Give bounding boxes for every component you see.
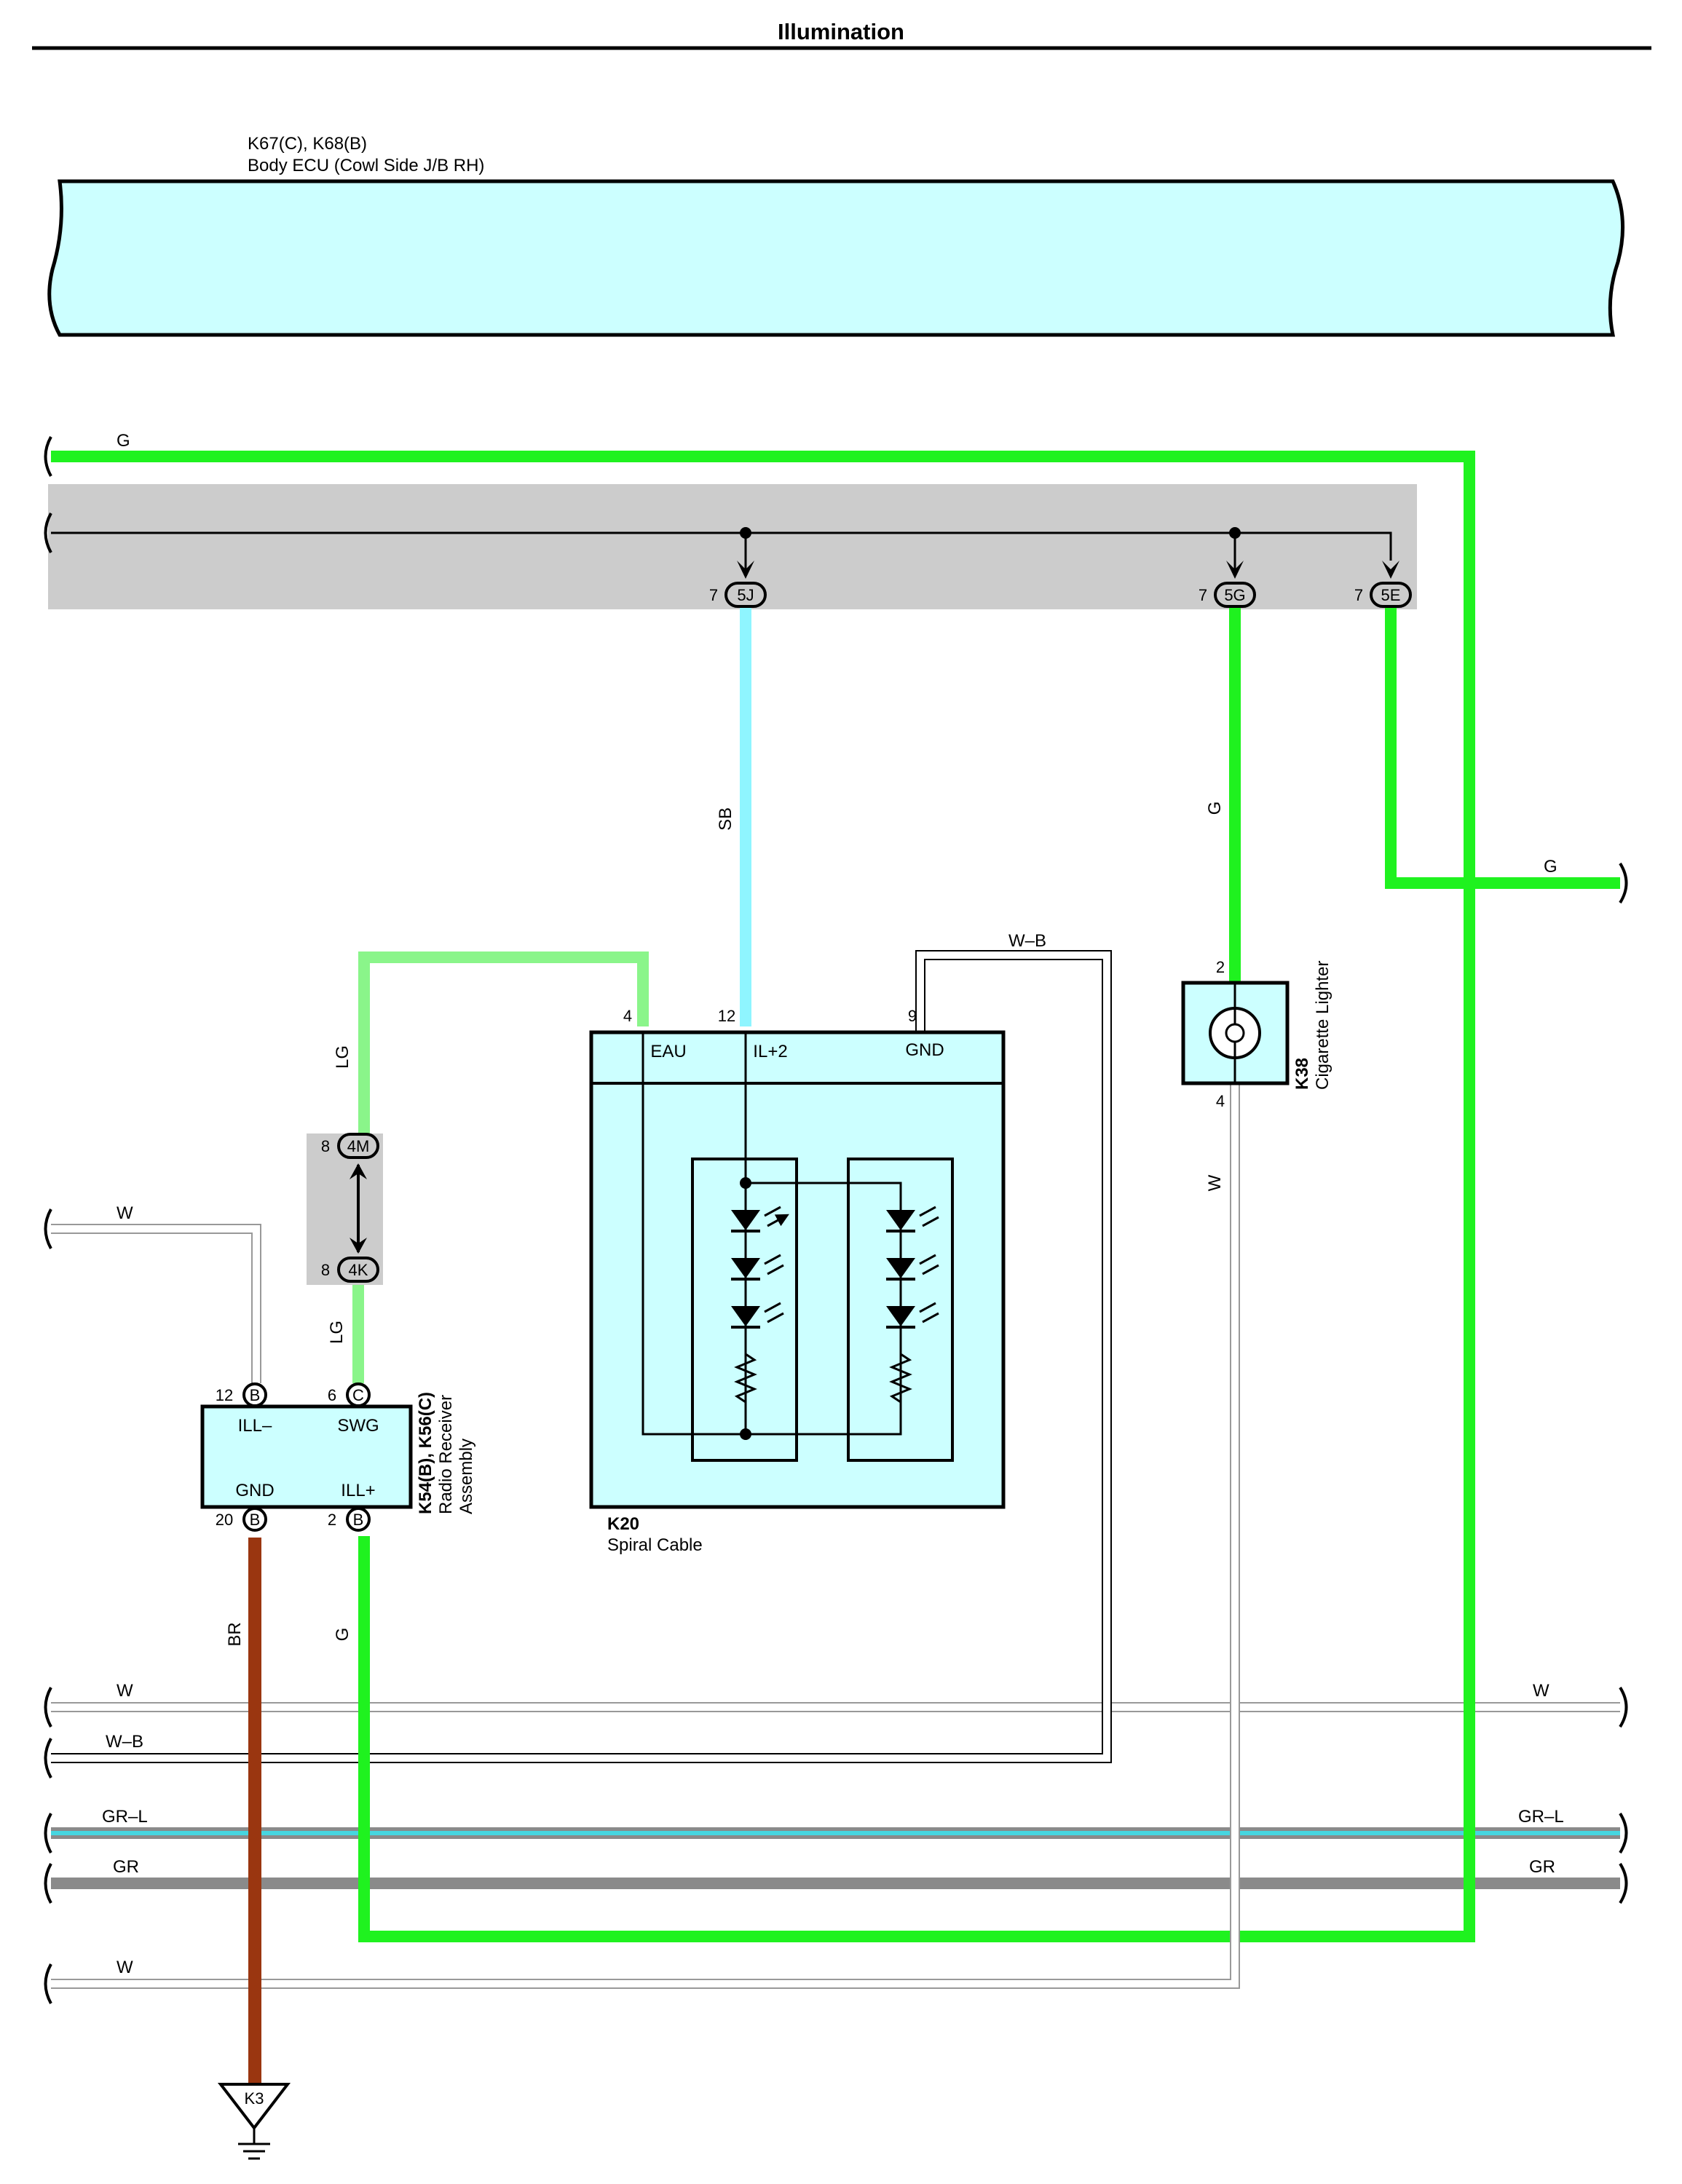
spiral-pin-eau-name: EAU [650,1042,686,1061]
radio-pin-swg-conn: C [352,1386,364,1404]
radio-pin-swg-name: SWG [337,1416,379,1436]
cigarette-lighter: 2 4 K38 Cigarette Lighter [1181,958,1332,1110]
led-icon [731,1302,784,1329]
junction-5e-pin: 7 [1354,586,1363,604]
wire-break-g-top [44,436,52,477]
ground-code: K3 [245,2089,264,2108]
radio-pin-swg-num: 6 [328,1386,336,1404]
led-icon [886,1254,939,1281]
wire-label-lg-lower: LG [327,1321,347,1344]
spiral-code: K20 [607,1514,639,1534]
bus-label-gr-left: GR [113,1857,139,1877]
bus-grl: GR–L GR–L [44,1807,1628,1854]
junction-5g: 5G 7 [1199,561,1256,608]
inline-connector-top-code: 4M [347,1137,370,1155]
bus-label-w-bottom: W [117,1958,133,1977]
led-icon [886,1302,939,1329]
body-ecu-name: Body ECU (Cowl Side J/B RH) [248,156,484,175]
wire-break-bus [44,513,52,553]
bus-label-gr-right: GR [1529,1857,1555,1877]
wire-label-g-top: G [117,431,130,451]
spiral-cable: 4 12 9 EAU IL+2 GND [589,1007,1006,1555]
wire-label-sb: SB [716,807,735,831]
junction-bus [51,531,1392,561]
cigarette-lighter-pin-bottom: 4 [1216,1092,1225,1110]
bus-label-grl-right: GR–L [1518,1807,1564,1827]
wire-label-w-k38: W [1205,1174,1225,1191]
bus-w: W W [44,1681,1628,1728]
junction-5g-pin: 7 [1199,586,1207,604]
bus-label-grl-left: GR–L [102,1807,148,1827]
spiral-pin-gnd-num: 9 [908,1007,917,1025]
inline-connector-bottom-code: 4K [349,1261,368,1279]
junction-5j-code: 5J [737,586,754,604]
radio-codes: K54(B), K56(C) [416,1392,435,1514]
wire-label-wb-top: W–B [1008,931,1046,951]
spiral-pin-il2-name: IL+2 [753,1042,787,1061]
bus-w-bottom: W W [44,1085,1240,2004]
led-icon [886,1206,939,1233]
junction-5e: 5E 7 [1354,561,1412,608]
bus-wb: W–B W–B [44,931,1112,1779]
radio-pin-ill-minus-conn: B [250,1386,261,1404]
wire-w-left-top: W [44,1203,261,1383]
wire-label-g-radio: G [333,1628,352,1642]
body-ecu-codes: K67(C), K68(B) [248,134,367,154]
inline-connector-top-pin: 8 [321,1137,330,1155]
radio-pin-gnd-num: 20 [216,1511,233,1529]
wire-label-br: BR [225,1622,245,1646]
inline-connector: 4M 8 4K 8 [321,1133,379,1283]
inline-connector-bottom-pin: 8 [321,1261,330,1279]
junction-5g-code: 5G [1224,586,1245,604]
cigarette-lighter-pin-top: 2 [1216,958,1225,976]
bus-label-wb: W–B [106,1732,143,1752]
wire-label-g-5g: G [1205,802,1225,815]
led-icon [731,1254,784,1281]
junction-5j-pin: 7 [709,586,718,604]
junction-5e-code: 5E [1381,586,1401,604]
spiral-pin-il2-num: 12 [718,1007,735,1025]
resistor-icon [889,1353,912,1404]
led-icon [731,1206,783,1233]
cigarette-lighter-code: K38 [1292,1058,1312,1090]
resistor-icon [734,1353,757,1404]
radio-name-line1: Radio Receiver [436,1395,456,1514]
bus-gr: GR GR [44,1857,1628,1904]
bus-label-w-left: W [117,1681,133,1701]
wire-label-g-right: G [1544,857,1557,877]
spiral-pin-eau-num: 4 [623,1007,632,1025]
radio-pin-ill-minus-name: ILL– [238,1416,272,1436]
spiral-name: Spiral Cable [607,1535,703,1555]
radio-receiver: B 12 C 6 ILL– SWG GND ILL+ B 20 B 2 K54(… [200,1382,476,1532]
page-title: Illumination [778,19,904,44]
wire-label-lg-upper: LG [333,1045,352,1069]
body-ecu-box [47,179,1624,337]
cigarette-lighter-name: Cigarette Lighter [1313,961,1332,1090]
radio-pin-gnd-conn: B [250,1511,261,1529]
ground-k3: K3 [217,2083,291,2160]
radio-pin-ill-plus-num: 2 [328,1511,336,1529]
radio-pin-ill-plus-conn: B [353,1511,364,1529]
bus-label-w-right: W [1533,1681,1549,1701]
spiral-pin-gnd-name: GND [905,1040,944,1060]
wire-lg-upper [358,951,649,1143]
radio-name-line2: Assembly [457,1439,476,1514]
radio-pin-ill-minus-num: 12 [216,1386,233,1404]
wire-break-g-right [1619,862,1628,904]
junction-5j: 5J 7 [709,561,767,608]
radio-pin-gnd-name: GND [235,1481,274,1500]
radio-pin-ill-plus-name: ILL+ [341,1481,375,1500]
wire-label-w-left-top: W [117,1203,133,1223]
wire-g-5e [1385,608,1620,889]
